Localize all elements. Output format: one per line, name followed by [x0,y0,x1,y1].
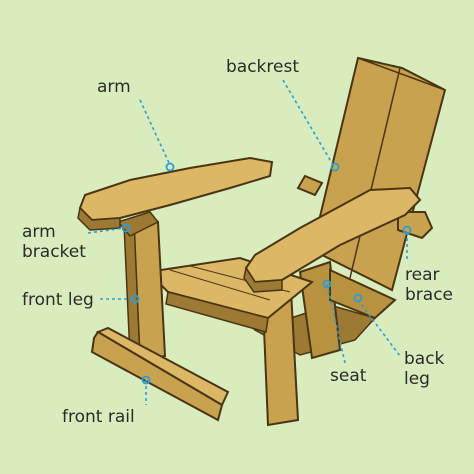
label-rear-brace: rear brace [405,265,454,305]
right-arm [243,186,422,293]
leader-arm [139,99,171,166]
leader-arm-bracket [87,227,126,234]
label-arm-bracket: arm bracket [22,222,86,262]
dot-backrest [330,162,340,172]
label-seat: seat [330,366,367,386]
leader-lines [87,79,408,405]
leader-seat [326,283,346,364]
dot-back-leg [353,293,363,303]
rear-brace [296,174,434,240]
label-backrest: backrest [226,57,299,77]
dot-seat [322,279,332,289]
leader-dots [121,162,412,385]
label-back-leg: back leg [404,349,445,389]
left-arm [77,156,274,231]
label-front-leg: front leg [22,290,94,310]
label-arm: arm [97,77,131,97]
dot-rear-brace [402,225,412,235]
dot-front-leg [130,294,140,304]
leader-backrest [282,79,334,166]
dot-front-rail [141,375,151,385]
backrest-panel [310,56,447,292]
front-rail-part [90,326,230,422]
dot-arm-bracket [121,223,131,233]
label-front-rail: front rail [62,407,135,427]
dot-arm [165,162,175,172]
